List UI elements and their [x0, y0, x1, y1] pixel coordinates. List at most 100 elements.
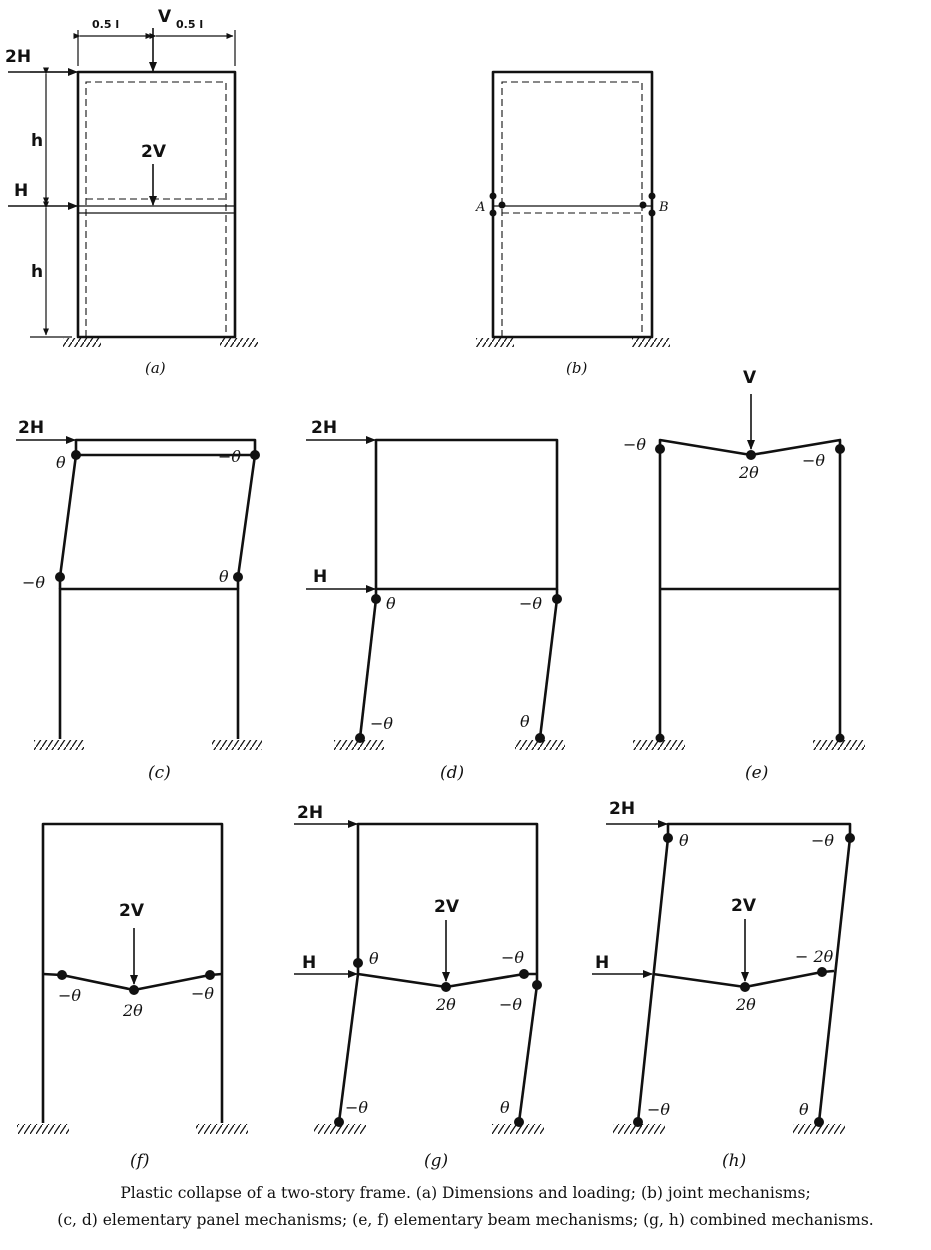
rot-c-mr: θ — [219, 567, 229, 586]
joint-b-label: B — [658, 200, 669, 215]
rot-g-mr-beam: −θ — [501, 948, 524, 967]
load-d-h-label: H — [313, 567, 327, 587]
frame-d-left-column — [358, 598, 378, 739]
frame-d-upper-story — [374, 438, 559, 591]
frame-a-inner-line — [85, 81, 227, 337]
rot-d-bl: −θ — [370, 714, 393, 733]
hinge-g-mr-col — [532, 980, 542, 990]
hinge-f-c — [129, 985, 139, 995]
rot-e-c: 2θ — [738, 463, 759, 482]
hinge-c-mr — [233, 572, 243, 582]
hinge-h-bl — [633, 1117, 643, 1127]
panel-d-lower-panel-mechanism: 2H H θ −θ −θ θ (d) — [306, 418, 565, 783]
rot-c-ml: −θ — [22, 573, 45, 592]
load-h-2v-label: 2V — [731, 896, 757, 916]
frame-f-outline — [41, 822, 224, 1123]
frame-b-outline — [491, 70, 654, 339]
rot-g-bl: −θ — [345, 1098, 368, 1117]
panel-f-lower-beam-mechanism: 2V −θ 2θ −θ (f) — [17, 822, 248, 1170]
frame-g-left-column — [337, 973, 360, 1123]
panel-h-caption: (h) — [722, 1151, 746, 1170]
hinge-h-tl — [663, 833, 673, 843]
height-upper-label: h — [31, 131, 43, 151]
rot-h-c: 2θ — [735, 995, 756, 1014]
hinge-b-5 — [639, 201, 647, 209]
support-f-right — [196, 1124, 248, 1134]
load-g-2v-label: 2V — [434, 897, 460, 917]
support-a-left — [63, 338, 101, 347]
joint-a-label: A — [475, 200, 485, 215]
hinge-h-tr — [845, 833, 855, 843]
frame-h-top-beam — [666, 822, 852, 838]
dim-left-label: 0.5 l — [92, 18, 119, 31]
support-b-left — [476, 338, 514, 347]
hinge-c-ml — [55, 572, 65, 582]
panel-b-joint-mechanisms: A B (b) — [475, 70, 670, 377]
hinge-b-2 — [498, 201, 506, 209]
height-lower-label: h — [31, 262, 43, 282]
rot-c-tr: −θ — [218, 447, 241, 466]
hinge-d-br — [535, 733, 545, 743]
rot-d-mr: −θ — [519, 594, 542, 613]
rot-h-tl: θ — [679, 831, 689, 850]
hinge-f-l — [57, 970, 67, 980]
support-c-right — [212, 740, 262, 750]
rot-d-ml: θ — [386, 594, 396, 613]
hinge-b-6 — [648, 209, 656, 217]
load-h-2h-label: 2H — [609, 799, 635, 819]
load-a-h-label: H — [14, 181, 28, 201]
support-b-right — [632, 338, 670, 347]
rot-g-mr-col: −θ — [499, 995, 522, 1014]
collapse-mechanisms-figure: 0.5 l 0.5 l h h 2H H V 2V (a) A B (b — [5, 7, 865, 1170]
hinge-b-1 — [489, 192, 497, 200]
load-g-h-label: H — [302, 953, 316, 973]
frame-h-lower-beam — [652, 969, 835, 989]
rot-e-r: −θ — [802, 451, 825, 470]
hinge-b-3 — [489, 209, 497, 217]
frame-g-right-column — [517, 984, 539, 1123]
rot-e-l: −θ — [623, 435, 646, 454]
support-g-left — [314, 1124, 366, 1134]
support-d-right — [515, 740, 565, 750]
panel-f-caption: (f) — [130, 1151, 150, 1170]
frame-a-outline — [76, 70, 237, 339]
hinge-e-r — [835, 444, 845, 454]
frame-d-right-column — [538, 598, 559, 739]
hinge-e-l — [655, 444, 665, 454]
frame-c-top-beam — [74, 438, 257, 455]
load-a-2v-label: 2V — [141, 142, 167, 162]
frame-g-upper-story — [356, 822, 539, 985]
figure-caption: Plastic collapse of a two-story frame. (… — [0, 1180, 931, 1234]
panel-a-caption: (a) — [145, 359, 166, 377]
rot-g-ml: θ — [369, 949, 379, 968]
hinge-c-tr — [250, 450, 260, 460]
hinge-h-mr — [817, 967, 827, 977]
frame-h-left-column — [636, 837, 670, 1123]
rot-g-br: θ — [500, 1098, 510, 1117]
load-a-2h-label: 2H — [5, 47, 31, 67]
rot-f-c: 2θ — [122, 1001, 143, 1020]
support-g-right — [492, 1124, 544, 1134]
hinge-d-bl — [355, 733, 365, 743]
hinge-g-mr-beam — [519, 969, 529, 979]
panel-c-caption: (c) — [148, 763, 171, 783]
rot-f-l: −θ — [58, 986, 81, 1005]
caption-line-1: Plastic collapse of a two-story frame. (… — [120, 1184, 811, 1202]
panel-b-caption: (b) — [566, 359, 587, 377]
rot-d-br: θ — [520, 712, 530, 731]
rot-g-c: 2θ — [435, 995, 456, 1014]
frame-g-lower-beam — [357, 972, 537, 989]
hinge-g-c — [441, 982, 451, 992]
frame-b-inner-line — [501, 81, 643, 337]
hinge-h-c — [740, 982, 750, 992]
panel-e-caption: (e) — [745, 763, 768, 783]
hinge-b-4 — [648, 192, 656, 200]
load-d-2h-label: 2H — [311, 418, 337, 438]
frame-c-upper-story — [58, 453, 257, 578]
load-a-v-label: V — [158, 7, 172, 27]
caption-line-2: (c, d) elementary panel mechanisms; (e, … — [57, 1211, 874, 1229]
panel-g-caption: (g) — [424, 1151, 448, 1170]
hinge-g-bl — [334, 1117, 344, 1127]
hinge-c-tl — [71, 450, 81, 460]
hinge-e-bl — [655, 733, 665, 743]
